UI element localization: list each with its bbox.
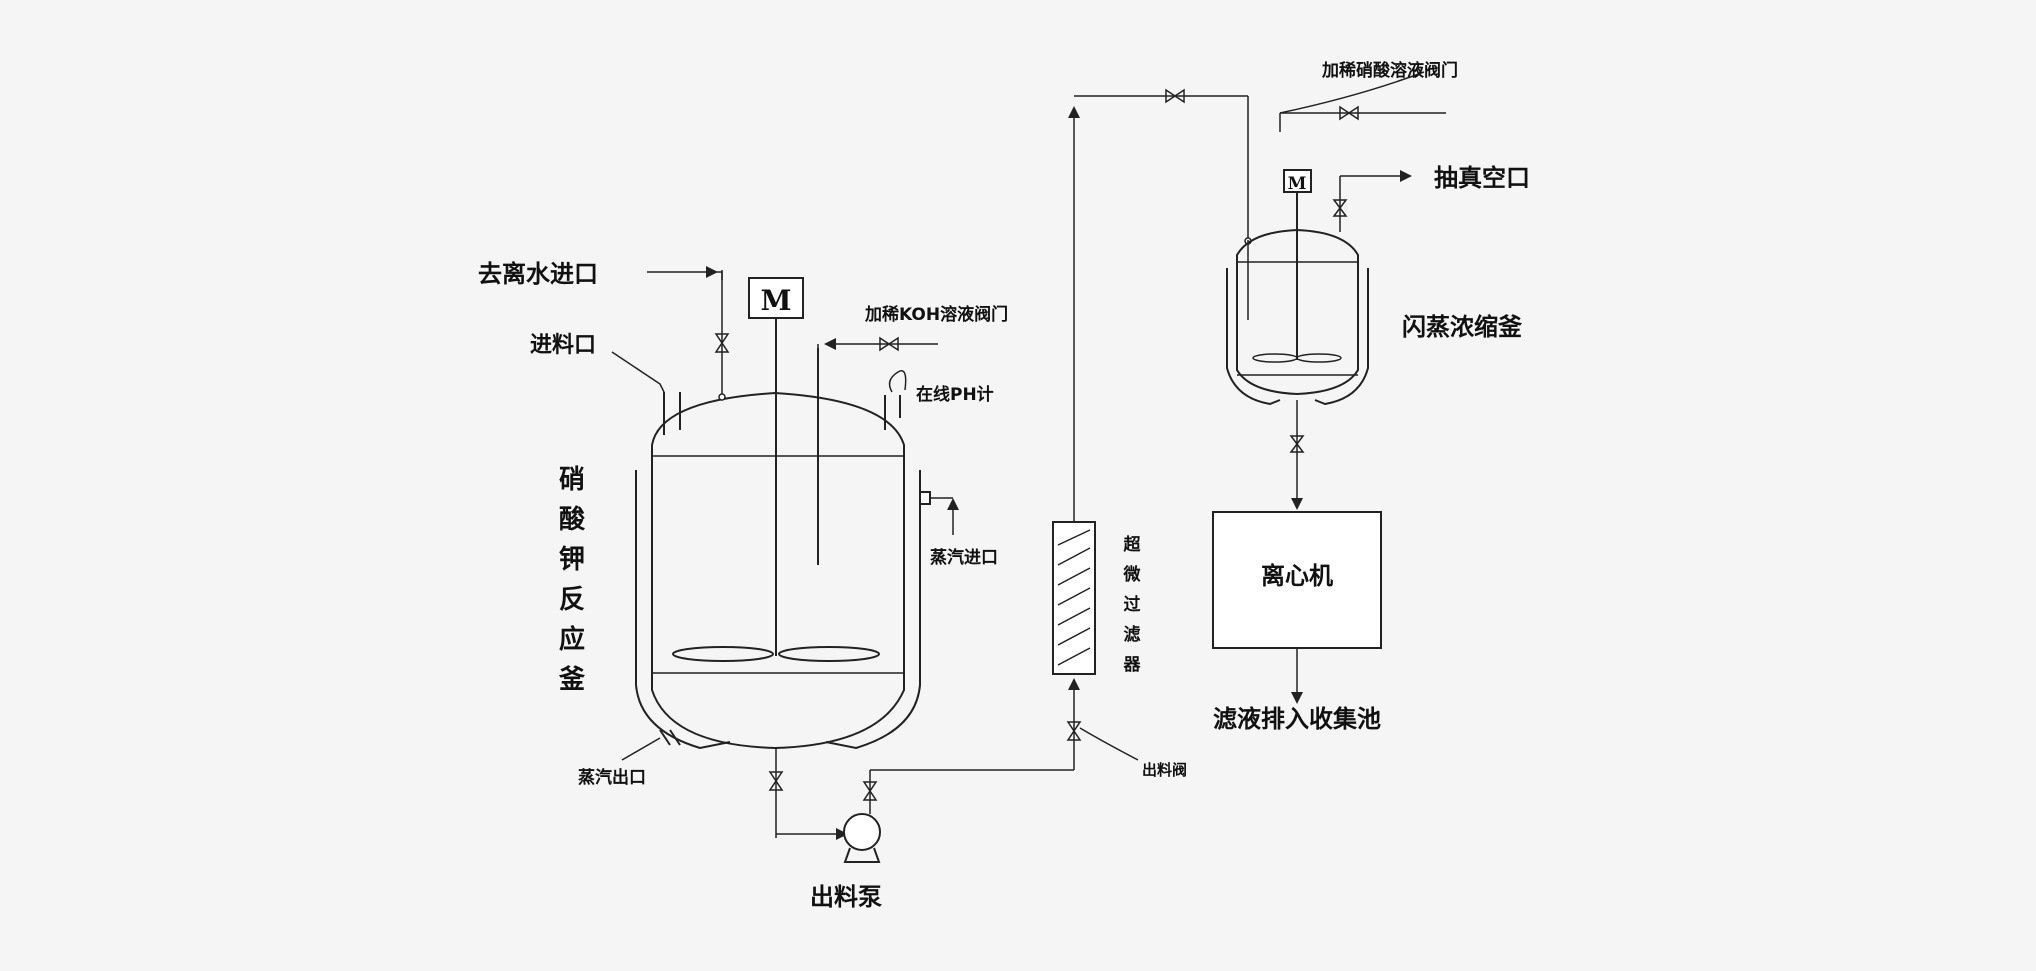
motor-small-label: M — [1288, 174, 1307, 194]
label-ultrafilter: 超 微 过 滤 器 — [1123, 534, 1142, 675]
label-steam-inlet: 蒸汽进口 — [930, 547, 998, 568]
evaporator-outlet-line — [1289, 400, 1305, 510]
reactor-char-2: 钾 — [559, 545, 585, 575]
filter-char-1: 微 — [1123, 564, 1142, 585]
label-dionized-water-inlet: 去离水进口 — [478, 260, 598, 288]
label-discharge-pump: 出料泵 — [810, 883, 882, 911]
reactor-char-3: 反 — [559, 585, 585, 615]
motor-main-label: M — [761, 284, 792, 317]
label-reactor: 硝 酸 钾 反 应 釜 — [558, 465, 586, 695]
steam-outlet-leader — [621, 737, 661, 761]
label-ph-meter: 在线PH计 — [916, 384, 994, 405]
reactor-vessel — [635, 316, 931, 750]
dionized-water-line — [647, 266, 730, 401]
filter-char-0: 超 — [1124, 534, 1142, 555]
filter-char-3: 滤 — [1124, 624, 1141, 645]
reactor-discharge-line — [768, 748, 848, 840]
label-discharge-valve: 出料阀 — [1142, 761, 1187, 779]
label-nitric-valve: 加稀硝酸溶液阀门 — [1321, 60, 1458, 81]
label-filtrate-out: 滤液排入收集池 — [1213, 705, 1381, 733]
label-steam-outlet: 蒸汽出口 — [578, 767, 646, 788]
nitric-acid-line — [1279, 71, 1446, 132]
motor-main: M — [748, 277, 804, 319]
label-flash-evaporator: 闪蒸浓缩釜 — [1402, 313, 1523, 341]
koh-line — [817, 336, 938, 352]
reactor-char-0: 硝 — [559, 465, 585, 495]
ultrafilter — [1052, 106, 1096, 675]
feed-inlet-leader — [611, 351, 665, 393]
reactor-char-1: 酸 — [559, 505, 586, 535]
reactor-char-5: 釜 — [558, 664, 586, 695]
motor-small: M — [1283, 169, 1312, 194]
filter-char-2: 过 — [1124, 595, 1141, 615]
reactor-char-4: 应 — [559, 624, 585, 655]
top-transfer-line — [1074, 88, 1252, 245]
label-vacuum-port: 抽真空口 — [1434, 164, 1530, 192]
label-feed-inlet: 进料口 — [530, 333, 596, 358]
filter-char-4: 器 — [1123, 655, 1142, 675]
label-koh-valve: 加稀KOH溶液阀门 — [864, 304, 1008, 325]
discharge-pump — [843, 678, 1139, 863]
flash-evaporator — [1226, 170, 1412, 406]
centrifuge-box — [1212, 511, 1382, 704]
label-centrifuge: 离心机 — [1261, 562, 1333, 590]
